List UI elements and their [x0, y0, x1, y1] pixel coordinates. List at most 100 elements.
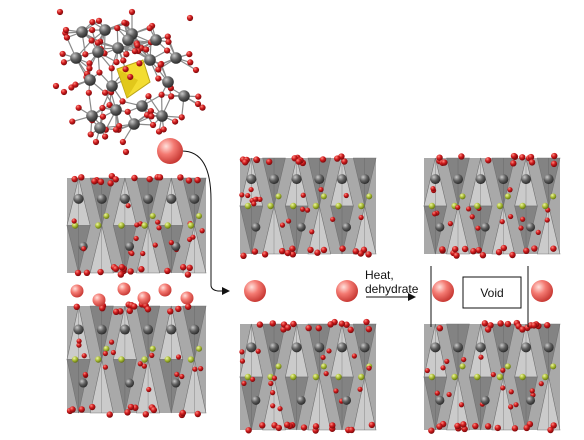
- slab-oxygen: [318, 186, 324, 193]
- edge-oxygen: [69, 406, 76, 413]
- edge-oxygen: [194, 410, 201, 418]
- oxygen-atom: [147, 107, 155, 115]
- right-cation-right: [531, 280, 553, 302]
- oxygen-atom: [186, 14, 194, 22]
- heteroatom: [71, 356, 79, 363]
- slab-oxygen: [434, 390, 440, 396]
- edge-oxygen: [454, 422, 461, 430]
- edge-oxygen: [127, 268, 134, 275]
- edge-oxygen: [240, 252, 247, 260]
- heteroatom: [196, 345, 203, 352]
- edge-oxygen: [485, 157, 492, 164]
- heteroatom: [459, 193, 466, 200]
- interlayer-cation: [137, 291, 151, 305]
- oxygen-atom: [136, 60, 143, 67]
- slab-oxygen: [430, 185, 436, 192]
- slab-oxygen: [458, 402, 465, 408]
- oxygen-atom: [59, 50, 66, 58]
- slab-oxygen: [76, 338, 82, 344]
- slab-oxygen: [241, 380, 247, 386]
- slab-oxygen: [175, 354, 182, 360]
- slab-metal-atom: [543, 174, 554, 185]
- edge-oxygen: [138, 266, 145, 273]
- edge-oxygen: [510, 152, 518, 160]
- heteroatom: [187, 356, 195, 363]
- edge-oxygen: [73, 303, 80, 311]
- slab-oxygen: [255, 348, 261, 354]
- slab-oxygen: [239, 358, 246, 364]
- edge-oxygen: [144, 306, 152, 313]
- oxygen-atom: [192, 66, 200, 74]
- edge-oxygen: [91, 178, 98, 185]
- oxygen-atom: [122, 66, 129, 73]
- oxygen-atom: [165, 38, 172, 45]
- slab-oxygen: [499, 219, 505, 225]
- oxygen-atom: [56, 8, 64, 16]
- slab-metal-atom: [78, 378, 88, 388]
- edge-oxygen: [305, 324, 312, 332]
- dehydrate-label: dehydrate: [365, 282, 419, 296]
- slab-oxygen: [140, 250, 146, 257]
- metal-atom: [106, 80, 118, 92]
- metal-atom: [99, 24, 111, 36]
- slab-oxygen: [535, 229, 541, 235]
- slab-oxygen: [500, 385, 506, 391]
- slab-metal-atom: [166, 193, 177, 204]
- slab-oxygen: [156, 225, 162, 231]
- oxygen-atom: [148, 113, 155, 120]
- edge-oxygen: [530, 322, 538, 329]
- connector-curve: [181, 150, 230, 295]
- slab-oxygen: [137, 361, 143, 367]
- heteroatom: [474, 202, 481, 210]
- heteroatom: [335, 373, 342, 381]
- oxygen-atom: [121, 19, 128, 26]
- edge-oxygen: [194, 176, 201, 184]
- oxygen-atom: [86, 65, 93, 72]
- oxygen-atom: [119, 138, 127, 146]
- slab-oxygen: [81, 353, 87, 359]
- slab-metal-atom: [342, 395, 352, 405]
- oxygen-atom: [89, 27, 96, 34]
- edge-oxygen: [523, 424, 530, 432]
- oxygen-atom: [82, 51, 89, 58]
- slab-metal-atom: [521, 174, 531, 185]
- edge-oxygen: [528, 159, 536, 166]
- right-cation-left: [432, 280, 454, 302]
- edge-oxygen: [179, 409, 187, 417]
- slab-oxygen: [141, 363, 147, 369]
- heteroatom: [542, 202, 549, 210]
- slab-metal-atom: [342, 222, 352, 232]
- heteroatom: [428, 373, 436, 381]
- slab-oxygen: [304, 207, 311, 213]
- heteroatom: [95, 356, 102, 363]
- slab-oxygen: [544, 217, 550, 223]
- edge-oxygen: [112, 176, 119, 183]
- oxygen-atom: [119, 98, 126, 105]
- edge-oxygen: [117, 271, 125, 278]
- oxygen-atom: [95, 17, 103, 24]
- slab-metal-atom: [480, 222, 490, 232]
- slab-oxygen: [432, 211, 438, 217]
- metal-atom: [156, 110, 168, 122]
- slab-oxygen: [299, 206, 306, 212]
- edge-oxygen: [510, 160, 517, 167]
- oxygen-atom: [89, 18, 96, 26]
- slab-oxygen: [249, 376, 256, 382]
- slab-oxygen: [199, 228, 205, 234]
- slab-oxygen: [323, 371, 329, 377]
- slab-oxygen: [155, 219, 161, 225]
- edge-oxygen: [289, 245, 296, 252]
- edge-oxygen: [185, 177, 193, 184]
- edge-oxygen: [523, 247, 530, 255]
- oxygen-atom: [108, 65, 115, 72]
- oxygen-atom: [146, 25, 153, 32]
- slab-oxygen: [285, 218, 292, 224]
- slab-metal-atom: [453, 342, 463, 353]
- middle-cation-left: [244, 280, 266, 302]
- slab-oxygen: [270, 403, 276, 409]
- edge-oxygen: [436, 423, 443, 430]
- edge-oxygen: [284, 324, 292, 331]
- heteroatom: [164, 222, 171, 229]
- slab-oxygen: [192, 366, 198, 372]
- slab-metal-atom: [246, 174, 257, 185]
